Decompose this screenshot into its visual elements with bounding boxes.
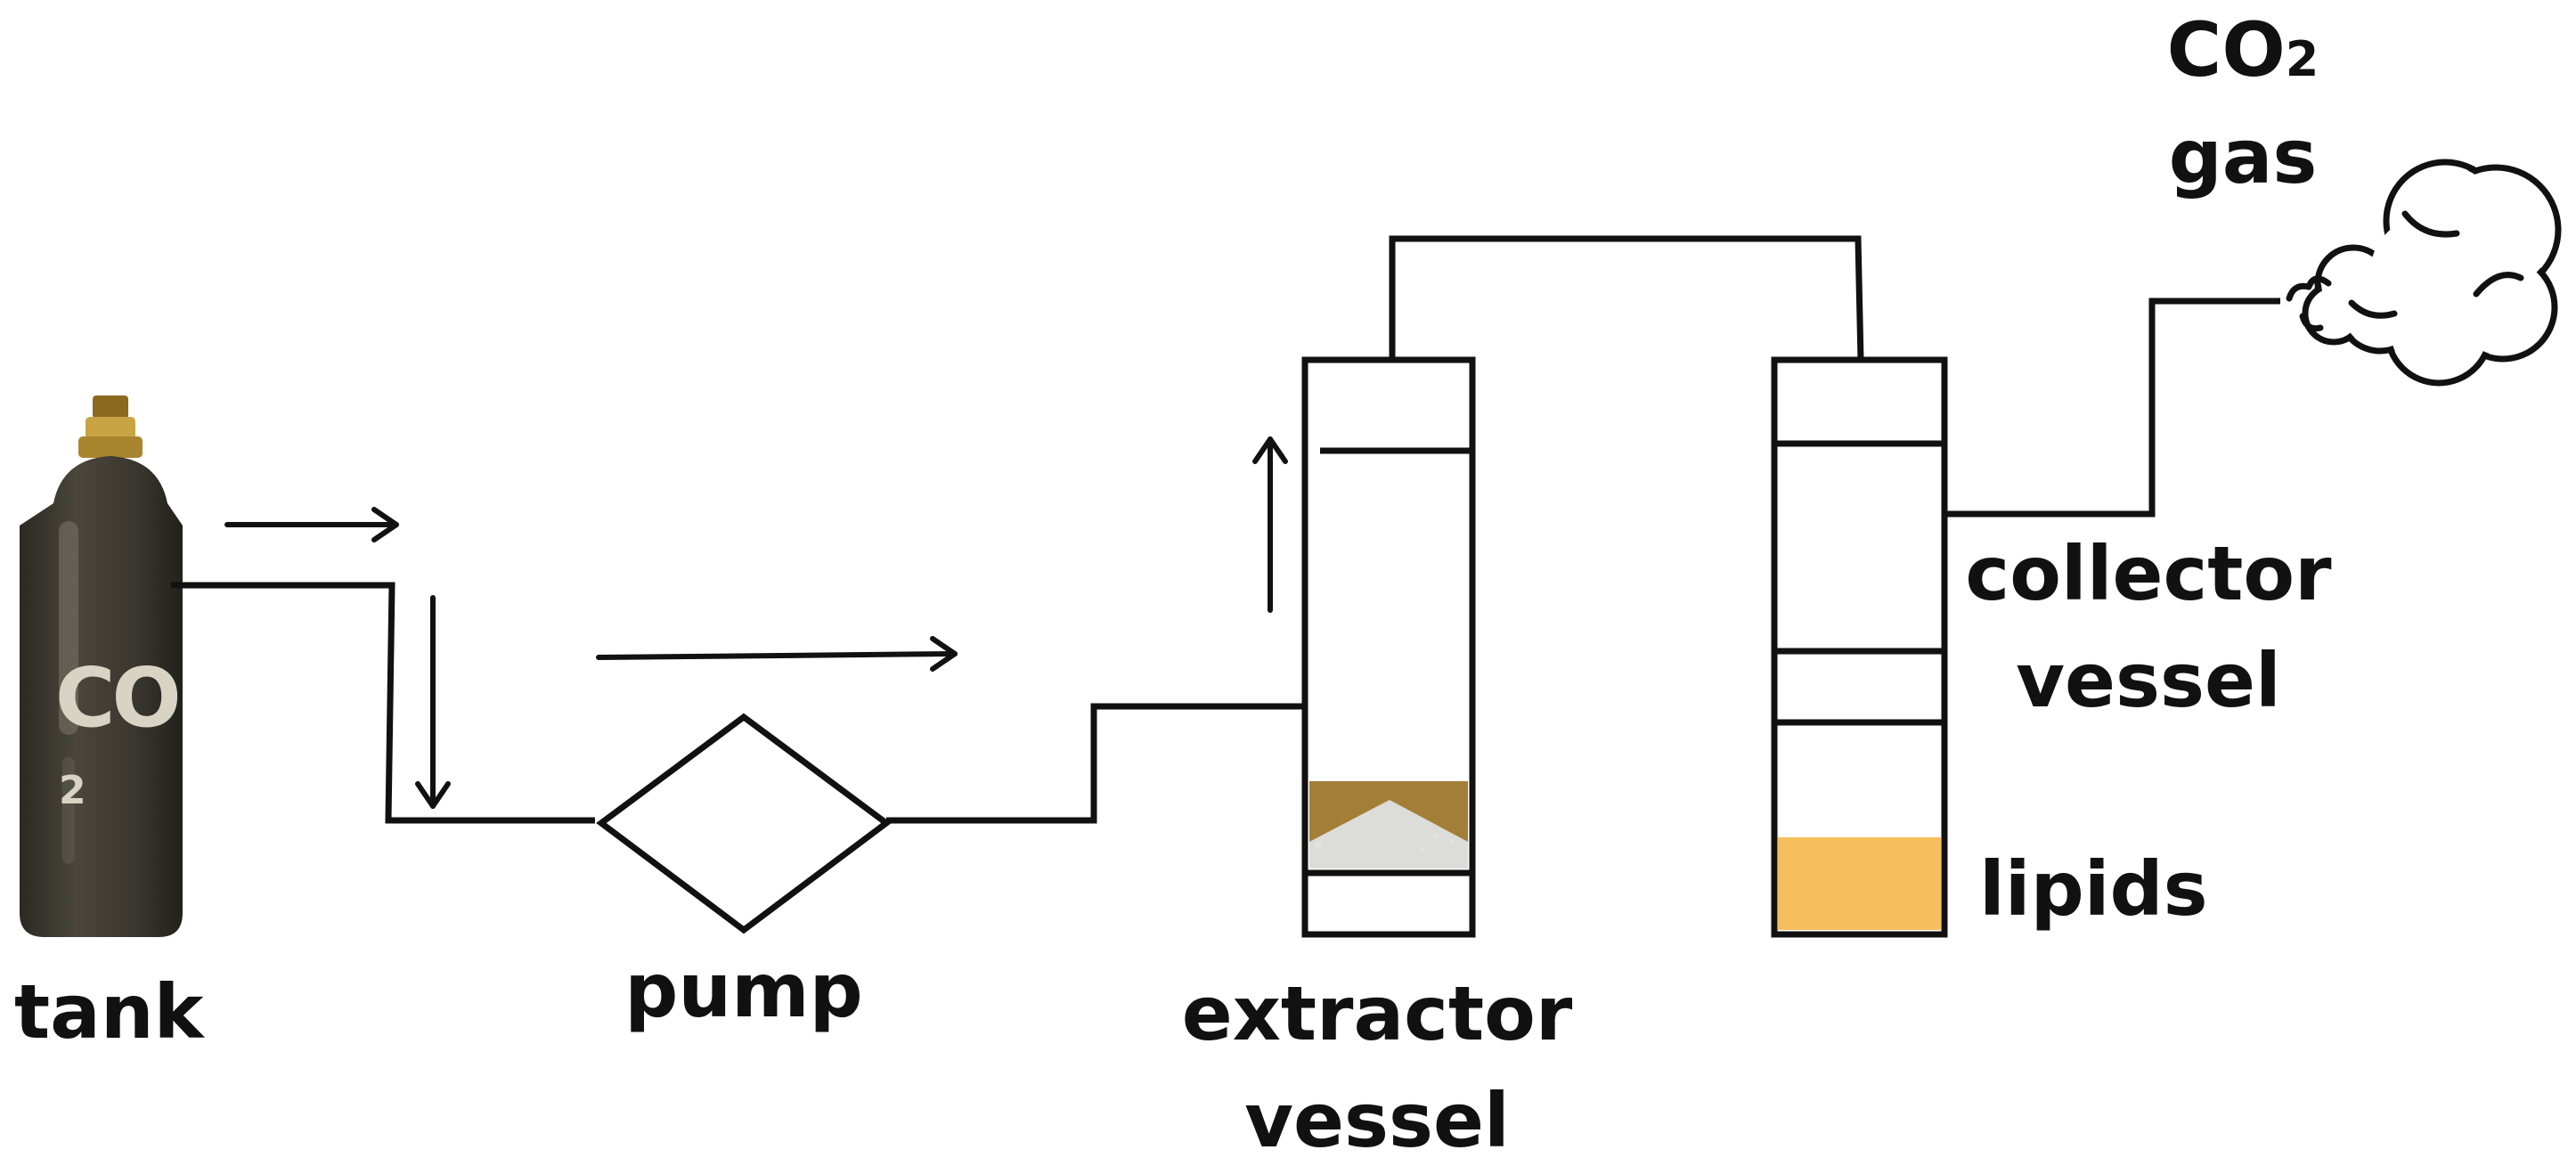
collector-vessel (1771, 356, 1948, 938)
tank-print-sub: 2 (59, 768, 86, 813)
pipe-extractor-to-collector (1389, 235, 1864, 361)
co2-cylinder-icon (20, 395, 183, 937)
pipe-network (171, 235, 2280, 824)
label-lipids: lipids (1979, 845, 2208, 933)
flow-arrows (224, 436, 1288, 809)
label-gas-line1: CO2 (2167, 12, 2319, 87)
pump-icon (596, 713, 892, 934)
label-collector-line2: vessel (2016, 637, 2281, 724)
gas-cloud-icon (2286, 159, 2562, 387)
extractor-vessel (1301, 356, 1476, 938)
flow-arrow-right-1 (224, 507, 399, 542)
flow-arrow-down (415, 595, 451, 809)
label-gas-line2: gas (2168, 113, 2318, 200)
label-gas-co: CO (2166, 6, 2286, 94)
sample-powder (1309, 800, 1468, 868)
flow-arrow-right-2 (596, 636, 958, 672)
pipe-collector-to-outlet (1944, 298, 2280, 518)
label-extractor-line2: vessel (1244, 1077, 1510, 1164)
lipids-fill (1778, 837, 1941, 930)
pipe-tank-to-pump (171, 582, 595, 824)
label-collector-line1: collector (1965, 530, 2332, 617)
pipe-pump-to-extractor (886, 703, 1305, 824)
label-extractor-line1: extractor (1181, 970, 1573, 1057)
label-pump: pump (624, 947, 863, 1034)
tank-print-co: CO (55, 650, 182, 746)
label-tank: tank (14, 968, 204, 1056)
flow-arrow-up (1252, 436, 1288, 613)
label-gas-subscript: 2 (2285, 31, 2319, 87)
